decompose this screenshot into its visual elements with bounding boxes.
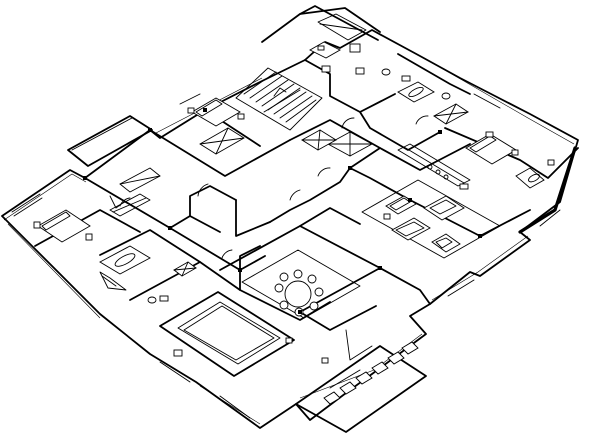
dining-room <box>241 249 361 319</box>
coffee-table <box>391 217 431 241</box>
exterior-walls <box>1 29 579 429</box>
bedroom-left <box>33 193 151 243</box>
planter <box>323 391 341 405</box>
top-wing <box>261 5 471 95</box>
sink <box>401 75 411 82</box>
doors <box>119 115 429 259</box>
sink <box>159 295 169 302</box>
chair <box>274 283 284 293</box>
bed <box>191 97 241 127</box>
right-wing <box>444 127 579 234</box>
bathroom-top <box>381 68 469 125</box>
top-wing-room <box>309 13 367 75</box>
bedroom-upper-left <box>119 97 245 193</box>
rug <box>361 179 501 259</box>
bed <box>465 133 517 165</box>
elevator <box>301 129 373 157</box>
door-swing <box>197 183 209 197</box>
sofa <box>423 195 465 221</box>
pool <box>177 301 281 365</box>
armchair <box>431 233 461 253</box>
toilet <box>381 68 391 76</box>
bathroom-left <box>99 245 197 304</box>
bathtub <box>397 81 435 103</box>
windows <box>11 93 561 419</box>
wardrobe <box>109 193 151 217</box>
bedroom-right <box>465 131 555 189</box>
armchair <box>515 167 545 189</box>
toilet <box>147 296 157 304</box>
planter-terrace <box>295 329 427 433</box>
kitchen <box>397 143 471 190</box>
nightstand-icon <box>33 221 41 229</box>
nightstand-icon <box>85 233 93 241</box>
stove-burners <box>427 164 433 170</box>
living-room <box>361 179 501 259</box>
columns <box>83 108 482 314</box>
wall-faces <box>3 57 575 425</box>
armchair <box>349 43 361 53</box>
staircase <box>235 67 323 131</box>
bathtub <box>99 245 151 275</box>
round-table <box>284 280 312 308</box>
pool-terrace <box>159 291 295 377</box>
bed <box>37 209 91 243</box>
